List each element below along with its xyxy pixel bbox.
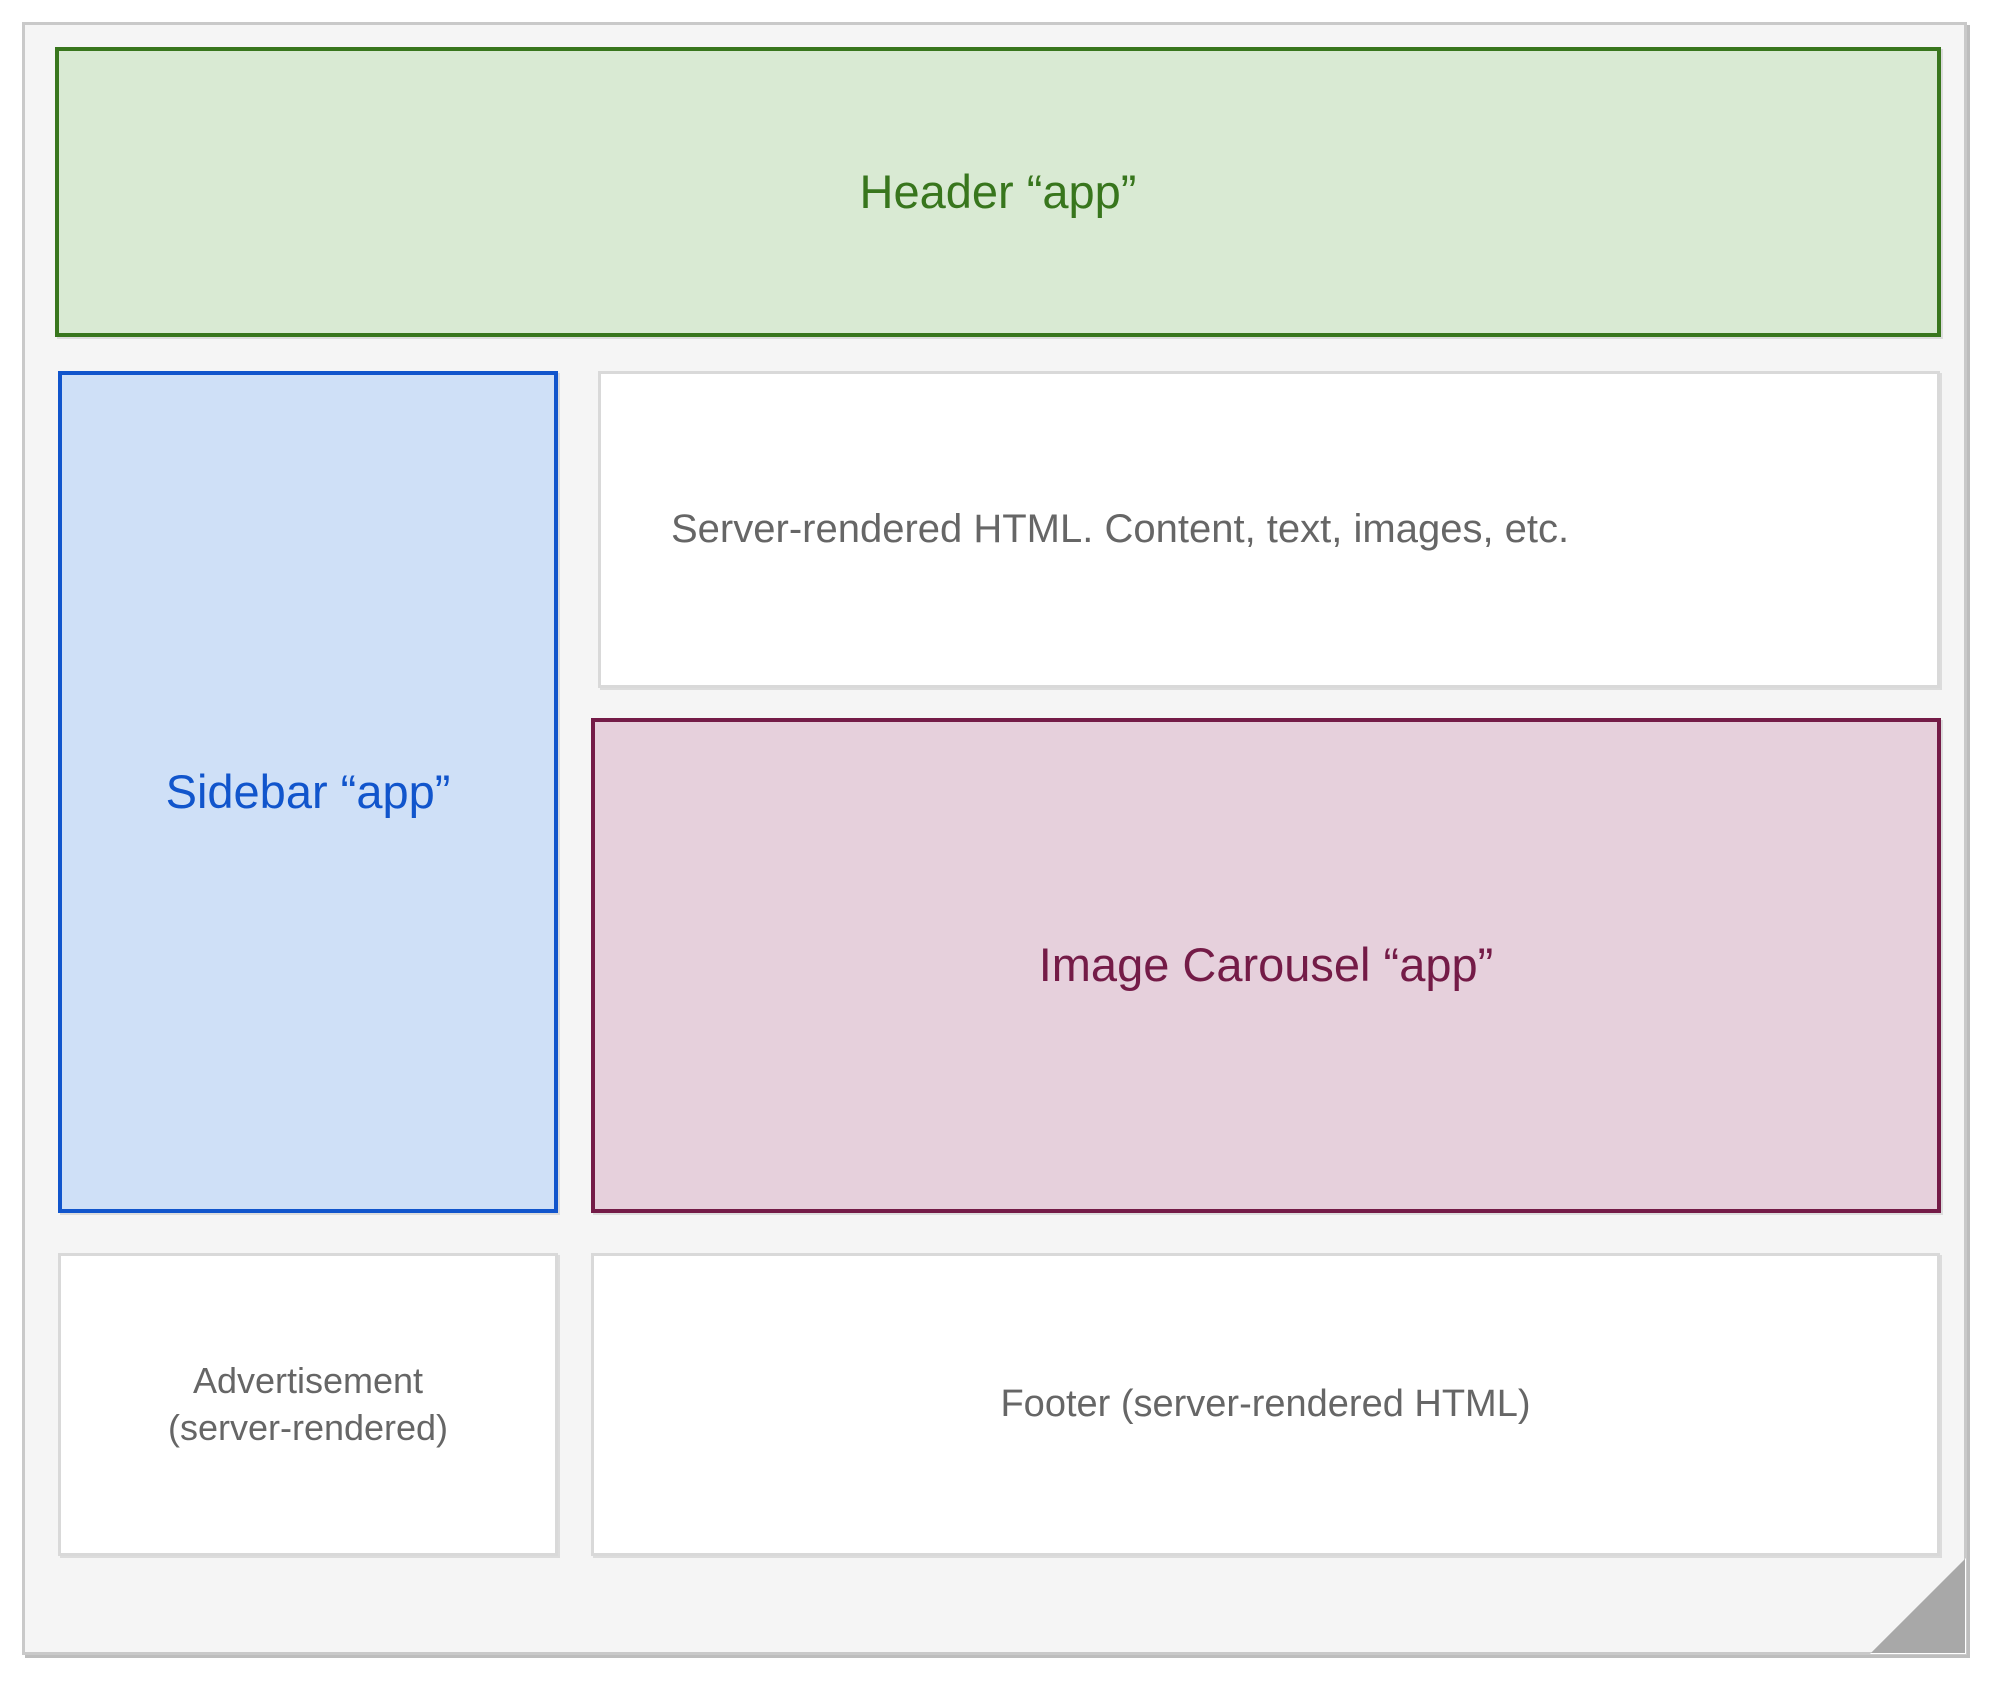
- block-footer[interactable]: Footer (server-rendered HTML): [591, 1253, 1940, 1556]
- block-footer-label: Footer (server-rendered HTML): [1000, 1383, 1531, 1426]
- page-corner-fold-edge-icon: [1871, 1559, 1965, 1653]
- block-advertisement-label: Advertisement (server-rendered): [167, 1360, 449, 1448]
- block-image-carousel-app[interactable]: Image Carousel “app”: [591, 718, 1941, 1213]
- block-sidebar-app[interactable]: Sidebar “app”: [58, 371, 558, 1213]
- block-server-rendered-content[interactable]: Server-rendered HTML. Content, text, ima…: [598, 371, 1940, 688]
- block-server-rendered-content-label: Server-rendered HTML. Content, text, ima…: [671, 506, 1570, 551]
- block-sidebar-app-label: Sidebar “app”: [165, 764, 451, 818]
- page-card: Header “app” Sidebar “app” Server-render…: [22, 22, 1967, 1655]
- block-advertisement[interactable]: Advertisement (server-rendered): [58, 1253, 558, 1556]
- block-header-app-label: Header “app”: [859, 164, 1137, 218]
- block-image-carousel-app-label: Image Carousel “app”: [1038, 938, 1494, 992]
- block-header-app[interactable]: Header “app”: [55, 47, 1941, 337]
